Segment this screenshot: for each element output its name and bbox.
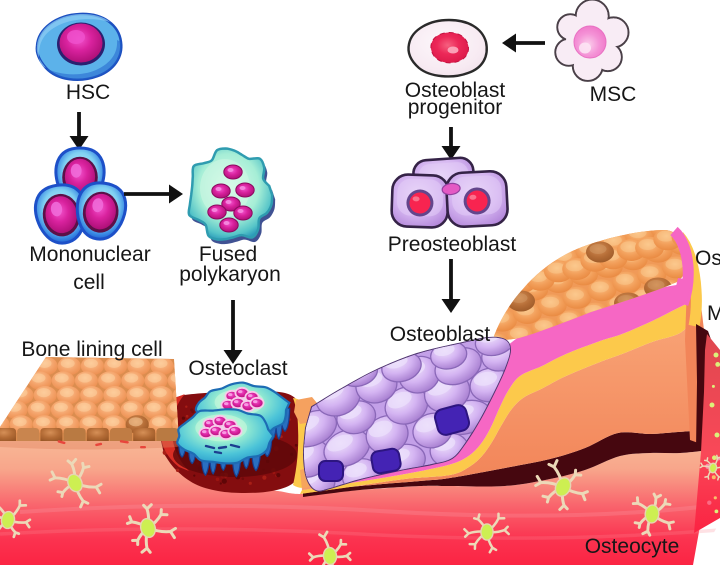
svg-text:Mononuclear: Mononuclear [29, 243, 150, 266]
svg-text:progenitor: progenitor [408, 96, 503, 119]
svg-text:cell: cell [73, 271, 105, 294]
svg-text:Preosteoblast: Preosteoblast [388, 233, 517, 256]
svg-text:Osteoblast: Osteoblast [405, 79, 506, 102]
svg-text:M: M [707, 302, 720, 325]
svg-text:Bone lining cell: Bone lining cell [21, 338, 162, 361]
svg-text:Os: Os [695, 247, 720, 270]
svg-text:Osteoblast: Osteoblast [390, 323, 491, 346]
svg-text:HSC: HSC [66, 81, 110, 104]
svg-text:Fused: Fused [199, 243, 257, 266]
svg-text:polykaryon: polykaryon [179, 263, 281, 286]
svg-text:Osteocyte: Osteocyte [585, 535, 680, 558]
svg-text:Osteoclast: Osteoclast [188, 357, 287, 380]
svg-text:MSC: MSC [590, 83, 637, 106]
